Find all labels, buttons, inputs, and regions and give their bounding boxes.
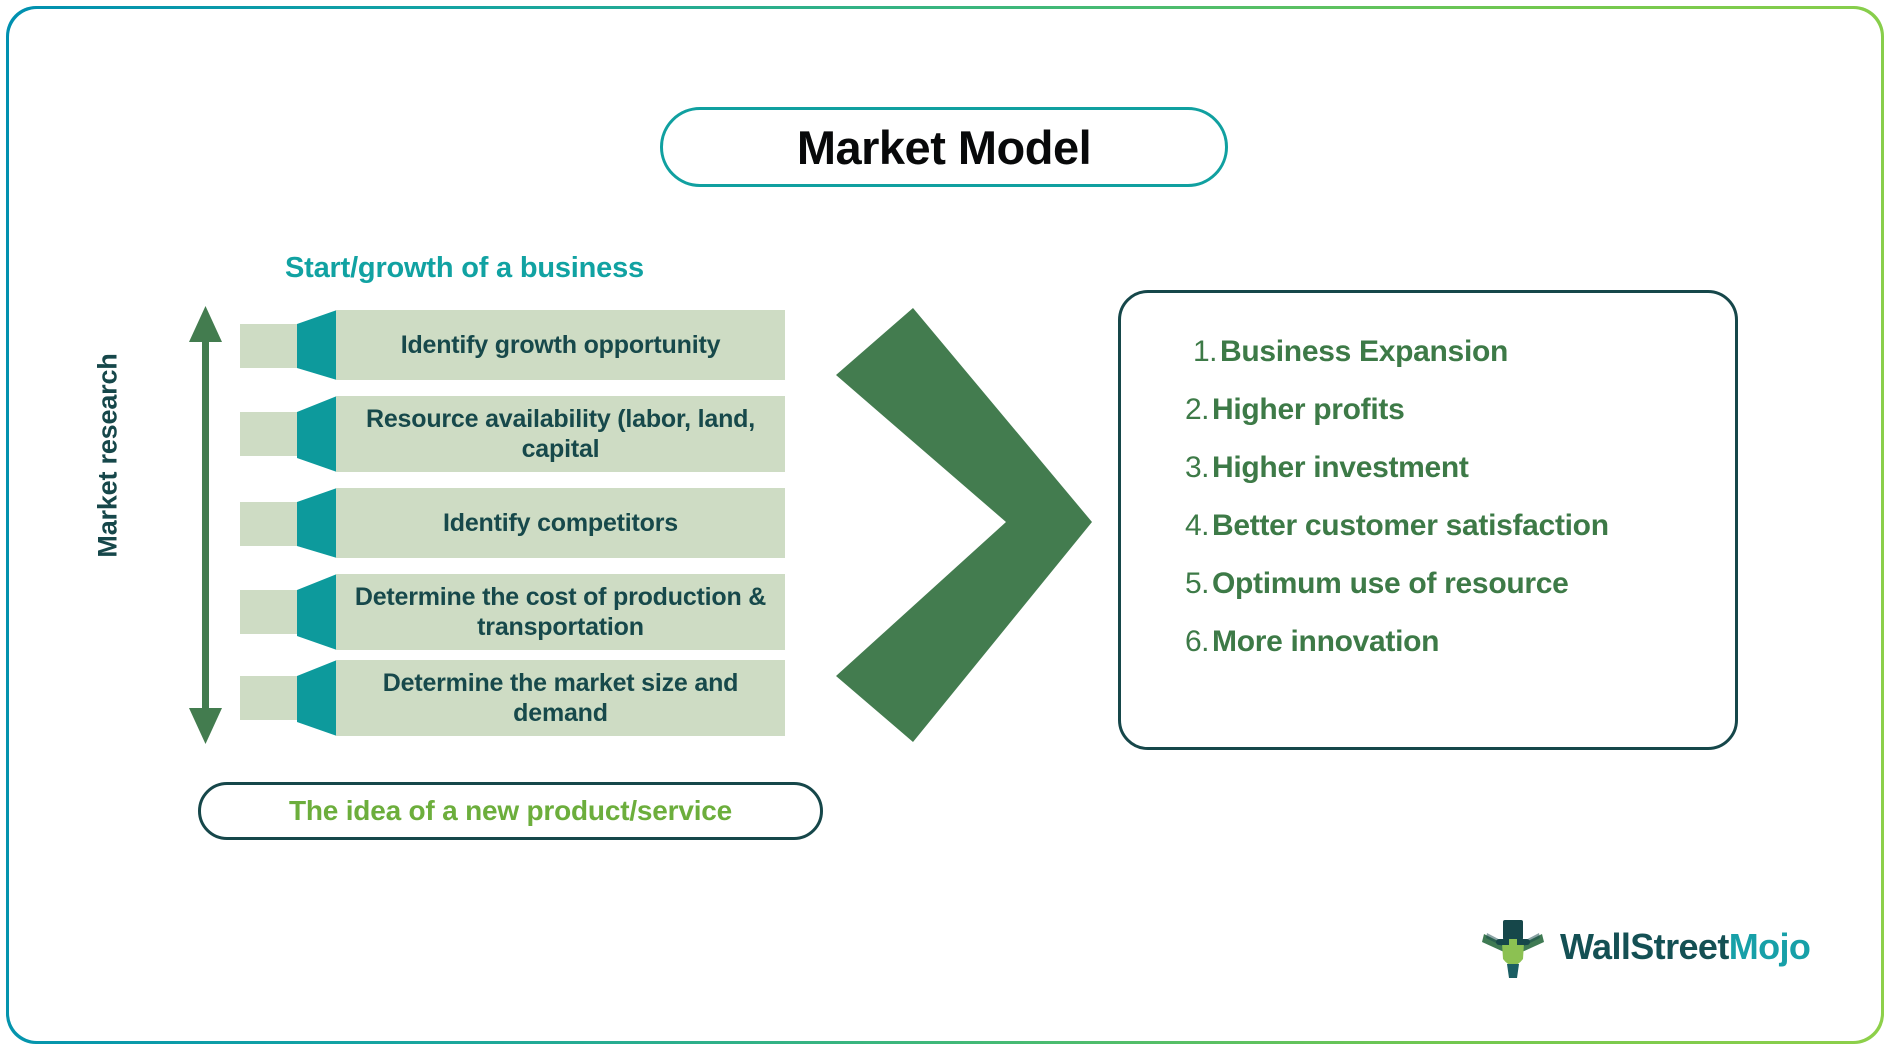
step-label: Determine the market size and demand <box>382 668 739 728</box>
step-body: Identify growth opportunity <box>336 310 785 380</box>
market-research-steps: Identify growth opportunity Resource ava… <box>240 310 785 740</box>
step-label: Resource availability (labor, land, capi… <box>366 404 755 464</box>
list-item: 2. Higher profits <box>1173 393 1718 427</box>
outcomes-list: 1. Business Expansion 2. Higher profits … <box>1173 335 1718 659</box>
chevron-right-icon <box>820 300 1100 750</box>
list-item: 6. More innovation <box>1173 625 1718 659</box>
list-item-number: 5. <box>1184 567 1210 600</box>
outcomes-panel: 1. Business Expansion 2. Higher profits … <box>1118 290 1738 750</box>
list-item: 4. Better customer satisfaction <box>1173 509 1718 543</box>
new-product-idea-pill: The idea of a new product/service <box>198 782 823 840</box>
list-item: 1. Business Expansion <box>1173 335 1718 369</box>
step-row[interactable]: Identify competitors <box>240 488 785 558</box>
list-item-label: Higher investment <box>1212 451 1469 484</box>
list-item-number: 2. <box>1184 393 1210 426</box>
brand-logo: WallStreetMojo <box>1478 912 1811 982</box>
left-section-heading: Start/growth of a business <box>285 252 644 284</box>
list-item-number: 3. <box>1184 451 1210 484</box>
step-row[interactable]: Resource availability (labor, land, capi… <box>240 396 785 472</box>
list-item-label: More innovation <box>1212 625 1440 658</box>
step-wedge-icon <box>297 310 337 380</box>
brand-word-primary: WallStreet <box>1560 926 1729 967</box>
list-item-number: 1. <box>1192 335 1218 368</box>
step-wedge-icon <box>297 574 337 650</box>
list-item-label: Optimum use of resource <box>1212 567 1569 600</box>
step-label: Identify competitors <box>443 508 678 537</box>
double-headed-vertical-arrow-icon <box>182 306 228 744</box>
step-body: Determine the cost of production & trans… <box>336 574 785 650</box>
brand-wordmark: WallStreetMojo <box>1560 926 1811 967</box>
step-body: Identify competitors <box>336 488 785 558</box>
list-item-number: 6. <box>1184 625 1210 658</box>
step-wedge-icon <box>297 488 337 558</box>
brand-word-accent: Mojo <box>1728 926 1811 967</box>
market-research-axis-label: Market research <box>92 353 123 558</box>
list-item: 3. Higher investment <box>1173 451 1718 485</box>
page-title-pill: Market Model <box>660 107 1228 187</box>
step-label: Identify growth opportunity <box>400 330 721 359</box>
list-item-label: Higher profits <box>1212 393 1405 426</box>
step-row[interactable]: Identify growth opportunity <box>240 310 785 380</box>
new-product-idea-label: The idea of a new product/service <box>288 795 733 826</box>
step-wedge-icon <box>297 396 337 472</box>
list-item-number: 4. <box>1184 509 1210 542</box>
step-body: Determine the market size and demand <box>336 660 785 736</box>
step-wedge-icon <box>297 660 337 736</box>
step-row[interactable]: Determine the market size and demand <box>240 660 785 736</box>
list-item-label: Business Expansion <box>1220 335 1509 368</box>
wallstreetmojo-bull-icon <box>1478 912 1548 982</box>
step-body: Resource availability (labor, land, capi… <box>336 396 785 472</box>
list-item-label: Better customer satisfaction <box>1212 509 1609 542</box>
step-row[interactable]: Determine the cost of production & trans… <box>240 574 785 650</box>
page-title: Market Model <box>796 120 1092 174</box>
step-label: Determine the cost of production & trans… <box>354 582 767 642</box>
list-item: 5. Optimum use of resource <box>1173 567 1718 601</box>
